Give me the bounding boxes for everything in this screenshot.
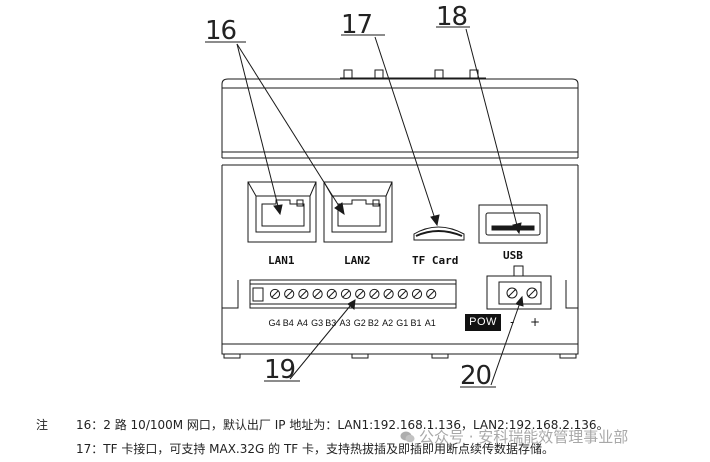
terminal-screw-slot: [314, 290, 321, 298]
usb-port: [478, 204, 548, 244]
terminal-screw-slot: [271, 290, 279, 298]
power-plus-label: +: [530, 315, 541, 329]
terminal-screw: [312, 288, 323, 300]
note-1-number: 16：: [76, 418, 104, 432]
top-knobs: [340, 69, 486, 79]
terminal-label: A2: [382, 318, 394, 328]
terminal-screw: [326, 288, 337, 300]
terminal-screw-slot: [342, 290, 350, 298]
terminal-label: B2: [367, 318, 379, 328]
note-1-text: 2 路 10/100M 网口，默认出厂 IP 地址为：LAN1:192.168.…: [103, 418, 609, 432]
terminal-label: B1: [410, 318, 422, 328]
callout-18: 18: [436, 2, 468, 32]
terminal-label: A1: [424, 318, 436, 328]
note-2-number: 17：: [76, 442, 104, 456]
terminal-screw: [383, 288, 394, 300]
terminal-screw-slot: [300, 290, 307, 298]
tf-card-slot: [413, 226, 465, 241]
lan1-label: LAN1: [268, 254, 295, 267]
terminal-label: G1: [396, 318, 409, 328]
terminal-screw: [284, 288, 295, 300]
watermark-text: 公众号 · 安科瑞能效管理事业部: [419, 428, 629, 446]
note-2-text: TF 卡接口，可支持 MAX.32G 的 TF 卡，支持热拔插及即插即用断点续传…: [103, 442, 554, 456]
terminal-screw: [411, 288, 423, 300]
note-line-1: 注 16：2 路 10/100M 网口，默认出厂 IP 地址为：LAN1:192.…: [36, 417, 609, 433]
terminal-label: G3: [311, 318, 324, 328]
note-line-2: 17：TF 卡接口，可支持 MAX.32G 的 TF 卡，支持热拔插及即插即用断…: [36, 441, 554, 457]
terminal-label: A4: [296, 318, 308, 328]
power-minus-label: -: [510, 315, 515, 329]
terminal-label: A3: [339, 318, 351, 328]
terminal-screws: [269, 288, 437, 300]
callout-17: 17: [341, 10, 373, 40]
callout-19: 19: [264, 355, 296, 385]
terminal-screw-slot: [328, 290, 336, 298]
callout-16: 16: [205, 16, 237, 46]
usb-label: USB: [503, 249, 523, 262]
terminal-screw: [426, 288, 437, 300]
terminal-label: B3: [325, 318, 337, 328]
terminal-screw: [397, 288, 408, 300]
wechat-icon: [400, 431, 415, 443]
terminal-screw: [340, 288, 352, 300]
terminal-screw-slot: [285, 290, 293, 298]
lan1-port: [247, 181, 317, 243]
terminal-label: G4: [268, 318, 281, 328]
terminal-screw: [269, 288, 281, 300]
callout-20: 20: [460, 361, 492, 391]
lan2-port: [323, 181, 393, 243]
terminal-screw-slot: [399, 290, 407, 298]
leader-lines: [205, 26, 524, 388]
terminal-screw-slot: [356, 290, 364, 298]
terminal-screw-slot: [427, 290, 435, 298]
tf-card-label: TF Card: [412, 254, 459, 267]
terminal-screw: [355, 288, 366, 300]
terminal-screw: [369, 288, 380, 300]
terminal-screw: [298, 288, 309, 300]
terminal-screw-slot: [413, 290, 421, 298]
lan2-label: LAN2: [344, 254, 371, 267]
terminal-label: G2: [353, 318, 366, 328]
terminal-label: B4: [282, 318, 294, 328]
terminal-screw-slot: [371, 290, 378, 298]
power-label: POW: [465, 314, 501, 331]
note-prefix: 注: [36, 418, 49, 432]
device-housing: [221, 78, 579, 359]
terminal-screw-slot: [385, 290, 392, 298]
watermark: 公众号 · 安科瑞能效管理事业部: [400, 426, 628, 447]
